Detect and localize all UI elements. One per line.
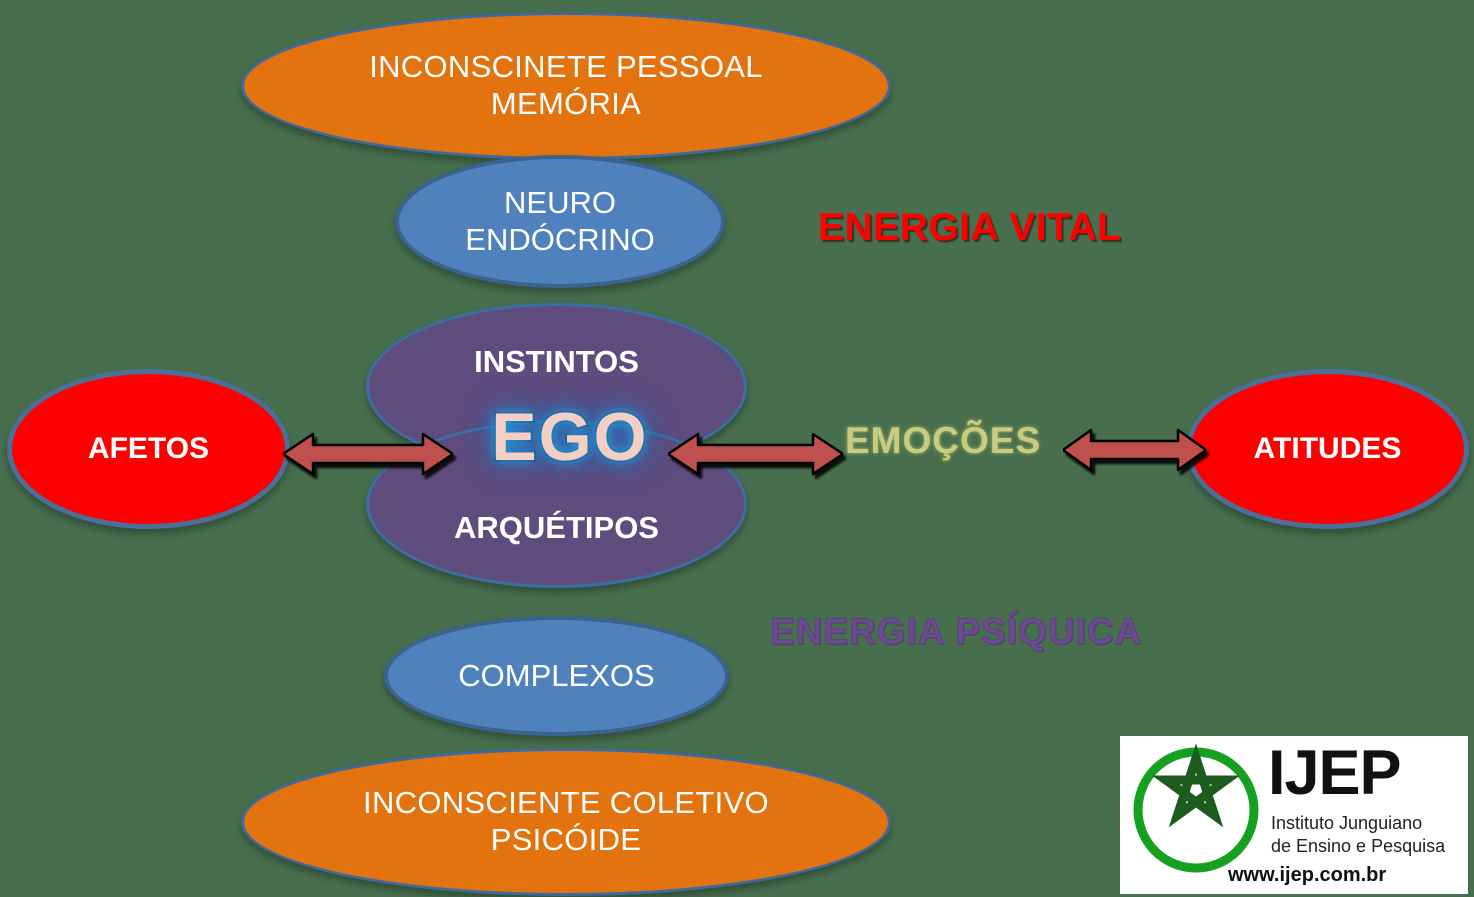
ellipse-label-afetos: AFETOS [87, 432, 210, 466]
ellipse-inconsciente-coletivo: INCONSCIENTE COLETIVO PSICÓIDE [241, 748, 891, 896]
arrow-emocoes-atitudes [1063, 428, 1206, 472]
ijep-logo: IJEP Instituto Junguiano de Ensino e Pes… [1120, 736, 1468, 894]
label-energia-psiquica: ENERGIA PSÍQUICA [769, 611, 1143, 653]
ellipse-label-instintos: INSTINTOS [474, 344, 639, 379]
ellipse-label-line2: MEMÓRIA [490, 86, 642, 121]
ellipse-neuro-endocrino: NEURO ENDÓCRINO [395, 155, 725, 288]
pentagram-circle-icon [1133, 744, 1259, 873]
ellipse-label-arquetipos: ARQUÉTIPOS [454, 510, 659, 546]
arrow-ego-emocoes [668, 432, 843, 476]
ijep-subtitle-line2: de Ensino e Pesquisa [1271, 836, 1446, 857]
ellipse-label-line2: PSICÓIDE [490, 822, 642, 857]
center-label-ego: EGO [489, 397, 649, 477]
ellipse-label-line1: INCONSCINETE PESSOAL [369, 49, 763, 85]
ellipse-label-line1: INCONSCIENTE COLETIVO [363, 785, 769, 821]
ijep-subtitle-line1: Instituto Junguiano [1271, 813, 1423, 833]
ellipse-label-line1: NEURO [504, 184, 616, 220]
ellipse-inconsciente-pessoal: INCONSCINETE PESSOAL MEMÓRIA [241, 12, 891, 160]
ellipse-label-complexos: COMPLEXOS [458, 657, 655, 693]
arrow-afetos-ego [283, 432, 453, 476]
ellipse-arquetipos: ARQUÉTIPOS [366, 420, 747, 588]
label-energia-vital: ENERGIA VITAL [818, 206, 1122, 249]
ellipse-label-atitudes: ATITUDES [1253, 432, 1402, 466]
ellipse-atitudes: ATITUDES [1186, 369, 1469, 529]
ijep-wordmark: IJEP [1268, 738, 1402, 808]
ellipse-complexos: COMPLEXOS [384, 616, 729, 736]
label-emocoes: EMOÇÕES [844, 419, 1042, 462]
ellipse-afetos: AFETOS [7, 369, 290, 529]
ijep-subtitle: Instituto Junguiano de Ensino e Pesquisa [1271, 812, 1445, 858]
ellipse-label-line2: ENDÓCRINO [465, 221, 655, 257]
ijep-url: www.ijep.com.br [1228, 864, 1387, 886]
